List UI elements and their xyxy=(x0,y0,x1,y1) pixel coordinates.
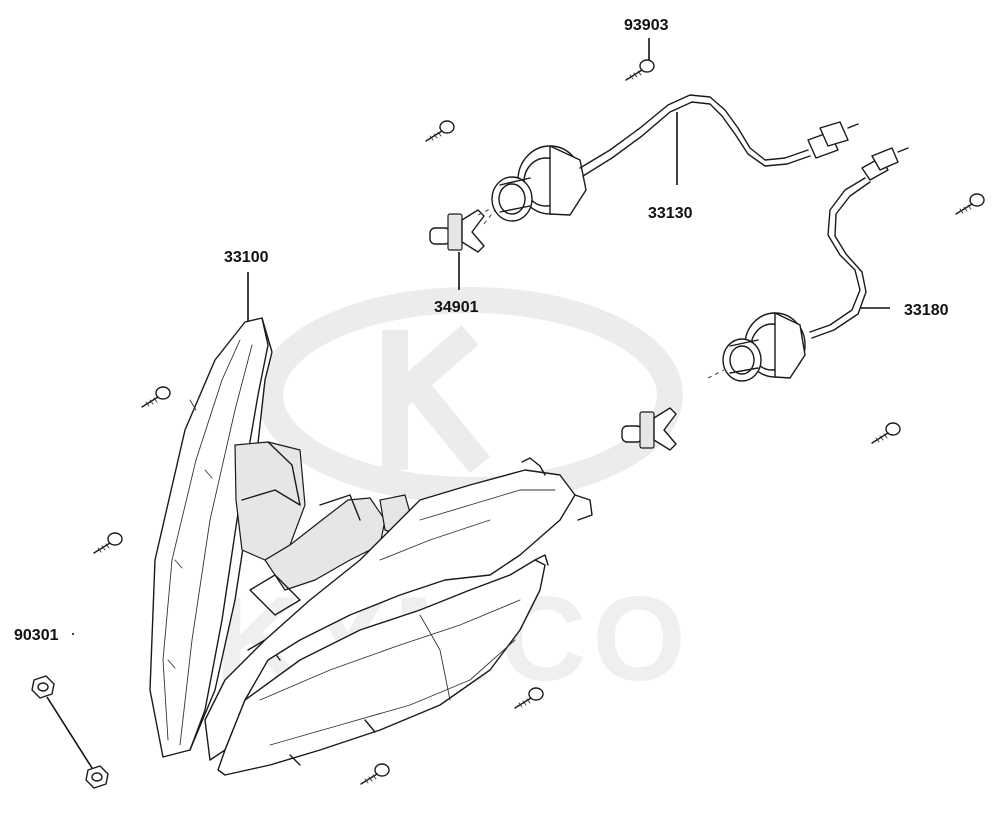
screw-icon[interactable] xyxy=(871,422,901,444)
screw-icon[interactable] xyxy=(514,687,544,709)
harness-33180[interactable] xyxy=(722,147,909,382)
screw-icon[interactable] xyxy=(955,193,985,215)
nut-90301[interactable] xyxy=(31,675,55,699)
screw-icon[interactable] xyxy=(93,532,123,554)
part-label-90301[interactable]: 90301 xyxy=(14,627,59,644)
part-label-33100[interactable]: 33100 xyxy=(224,249,269,266)
part-label-93903[interactable]: 93903 xyxy=(624,17,669,34)
headlight-assembly[interactable] xyxy=(149,317,593,776)
bulb-34901[interactable] xyxy=(429,209,485,253)
part-label-33180[interactable]: 33180 xyxy=(904,302,949,319)
screw-icon[interactable] xyxy=(425,120,455,142)
screw-icon[interactable] xyxy=(360,763,390,785)
harness-33130[interactable] xyxy=(491,94,859,222)
part-label-33130[interactable]: 33130 xyxy=(648,205,693,222)
screw-icon[interactable] xyxy=(141,386,171,408)
screw-93903[interactable] xyxy=(625,59,655,81)
bulb-lower[interactable] xyxy=(621,407,677,451)
part-label-34901[interactable]: 34901 xyxy=(434,299,479,316)
nut-icon[interactable] xyxy=(85,765,109,789)
